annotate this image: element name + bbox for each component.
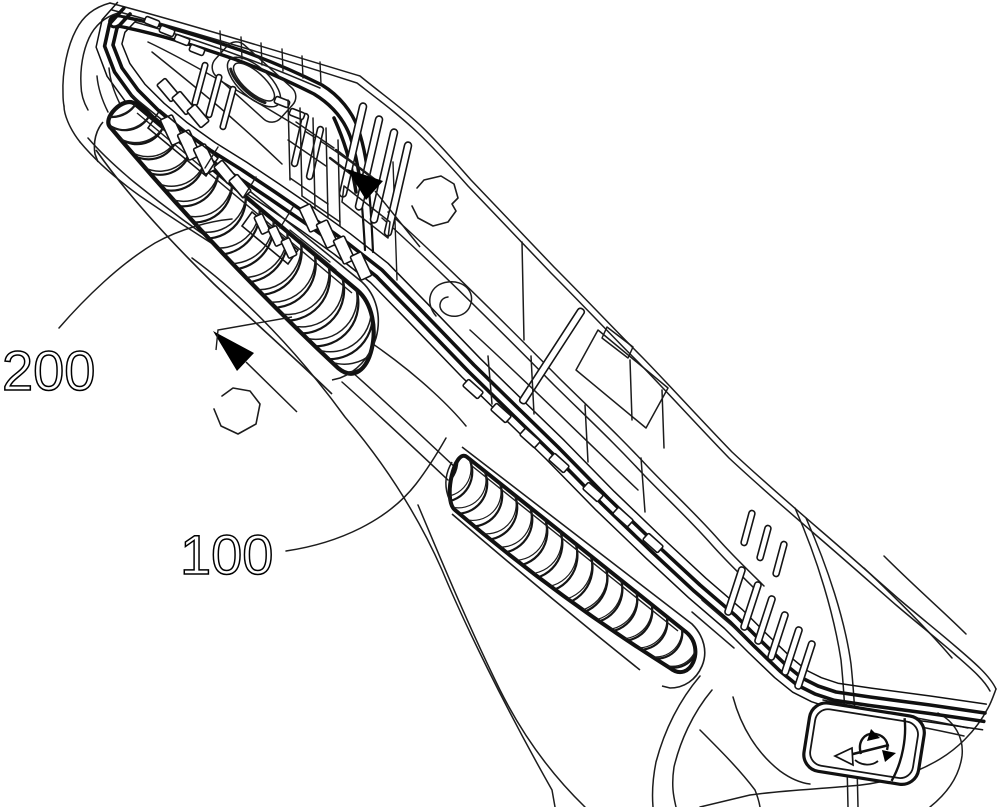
svg-text:100: 100 bbox=[180, 523, 273, 586]
svg-text:200: 200 bbox=[2, 339, 95, 402]
